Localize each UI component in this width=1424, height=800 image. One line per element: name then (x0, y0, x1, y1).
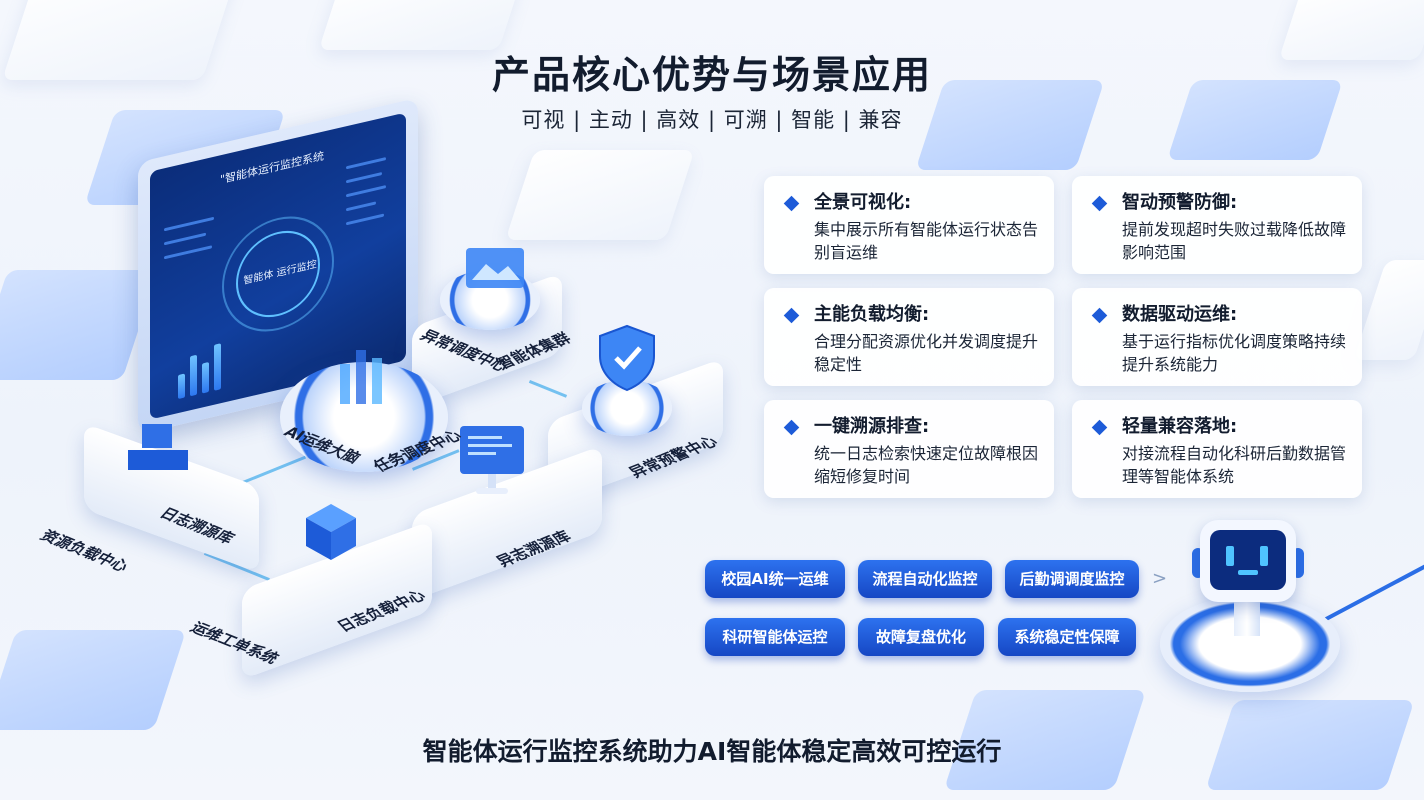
screen-line (164, 216, 214, 232)
label-resource-load: 资源负载中心 (36, 526, 133, 575)
diamond-bullet-icon (783, 307, 800, 324)
screen-line (164, 232, 206, 246)
advantage-card: 轻量兼容落地: 对接流程自动化科研后勤数据管理等智能体系统 (1072, 400, 1362, 498)
advantage-title: 主能负载均衡: (814, 304, 930, 325)
screen-line (346, 171, 382, 184)
advantage-desc: 合理分配资源优化并发调度提升稳定性 (814, 332, 1039, 374)
advantage-desc: 集中展示所有智能体运行状态告别盲运维 (814, 220, 1039, 262)
robot-cable (1320, 563, 1424, 624)
scenario-pill[interactable]: 校园AI统一运维 (705, 560, 845, 598)
advantage-title: 一键溯源排查: (814, 416, 930, 437)
advantage-card: 一键溯源排查: 统一日志检索快速定位故障根因缩短修复时间 (764, 400, 1054, 498)
shield-icon (599, 324, 655, 392)
robot-face (1210, 530, 1286, 590)
connector-line (528, 380, 568, 398)
screen-icon (460, 426, 524, 494)
advantage-card: 主能负载均衡: 合理分配资源优化并发调度提升稳定性 (764, 288, 1054, 386)
screen-line (346, 213, 384, 226)
advantage-title: 数据驱动运维: (1122, 304, 1238, 325)
diamond-bullet-icon (783, 195, 800, 212)
advantage-desc: 基于运行指标优化调度策略持续提升系统能力 (1122, 332, 1347, 374)
scenario-pill[interactable]: 科研智能体运控 (705, 618, 845, 656)
image-panel-icon (466, 248, 524, 288)
advantage-card: 智动预警防御: 提前发现超时失败过载降低故障影响范围 (1072, 176, 1362, 274)
connector-line (240, 455, 307, 485)
bg-tile (318, 0, 522, 50)
bg-tile (505, 150, 695, 240)
footer-slogan: 智能体运行监控系统助力AI智能体稳定高效可控运行 (422, 737, 1002, 766)
scenario-pill[interactable]: 流程自动化监控 (858, 560, 992, 598)
screen-line (164, 245, 212, 260)
scenario-pill[interactable]: 故障复盘优化 (858, 618, 984, 656)
hologram-bars-icon (340, 350, 382, 404)
advantage-title: 智动预警防御: (1122, 192, 1238, 213)
advantage-desc: 提前发现超时失败过载降低故障影响范围 (1122, 220, 1347, 262)
advantage-title: 轻量兼容落地: (1122, 416, 1238, 437)
screen-bar (178, 373, 185, 400)
advantage-title: 全景可视化: (814, 192, 912, 213)
scenario-pill[interactable]: 后勤调调度监控 (1005, 560, 1139, 598)
bg-tile (1353, 260, 1424, 360)
chevron-right-icon: > (1152, 568, 1168, 589)
server-cube-icon (128, 424, 188, 470)
screen-bar (202, 361, 209, 394)
advantage-card: 全景可视化: 集中展示所有智能体运行状态告别盲运维 (764, 176, 1054, 274)
diamond-bullet-icon (1091, 195, 1108, 212)
bg-tile (0, 630, 187, 730)
page-title: 产品核心优势与场景应用 (491, 53, 932, 97)
screen-line (346, 201, 376, 212)
diamond-bullet-icon (1091, 307, 1108, 324)
advantage-desc: 对接流程自动化科研后勤数据管理等智能体系统 (1122, 444, 1347, 486)
page-subtitle: 可视 | 主动 | 高效 | 可溯 | 智能 | 兼容 (521, 108, 903, 132)
screen-title: "智能体运行监控系统 (220, 149, 325, 187)
advantage-card: 数据驱动运维: 基于运行指标优化调度策略持续提升系统能力 (1072, 288, 1362, 386)
robot-icon (1200, 520, 1296, 602)
bg-tile (0, 270, 158, 380)
diamond-bullet-icon (1091, 419, 1108, 436)
scenario-pill[interactable]: 系统稳定性保障 (998, 618, 1136, 656)
cube-icon (306, 504, 356, 560)
advantage-desc: 统一日志检索快速定位故障根因缩短修复时间 (814, 444, 1039, 486)
screen-line (346, 185, 386, 198)
diamond-bullet-icon (783, 419, 800, 436)
robot-neck (1234, 596, 1260, 636)
screen-bar (214, 343, 221, 391)
screen-bar (190, 354, 197, 397)
screen-line (346, 157, 386, 170)
